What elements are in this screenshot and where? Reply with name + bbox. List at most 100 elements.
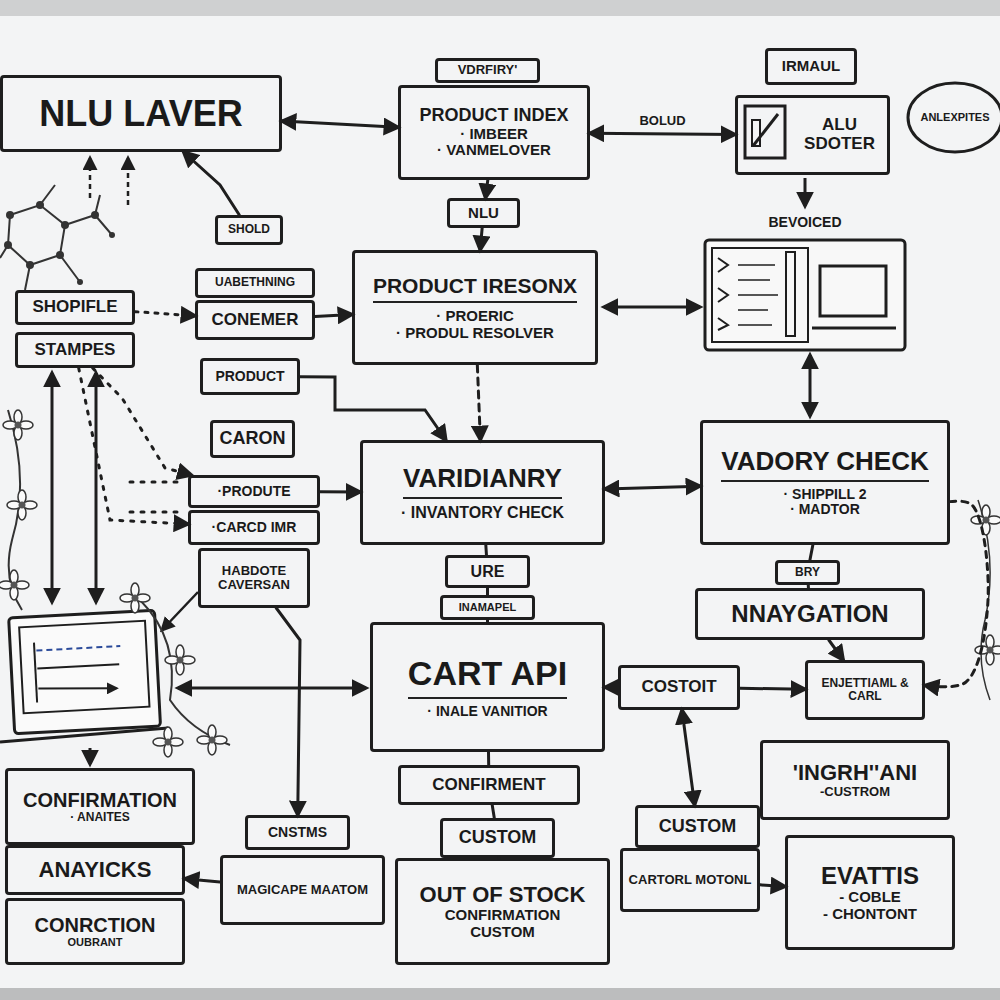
- node-title: CARON: [220, 429, 286, 449]
- node-title: IRMAUL: [782, 58, 840, 75]
- process-box: MAGICAPE MAATOM: [220, 855, 385, 925]
- process-box: PRODUCT IRESONX· PROERIC· PRODUL RESOLVE…: [352, 250, 598, 365]
- process-box: VDRFIRY': [435, 58, 540, 83]
- connector-arrow: [315, 314, 352, 316]
- node-title: NNAYGATION: [731, 601, 888, 627]
- node-title: URE: [471, 563, 505, 581]
- connector-arrow: [184, 152, 240, 215]
- dashed-arrow: [89, 158, 92, 198]
- connector-arrow: [829, 640, 843, 660]
- node-text: · IMBEER: [460, 126, 528, 143]
- screen-illustration: [705, 240, 905, 350]
- node-text: OUBRANT: [68, 936, 123, 948]
- node-title: CART API: [408, 655, 567, 698]
- connector-arrow: [486, 588, 489, 595]
- connector-arrow: [282, 121, 398, 127]
- connector-arrow: [486, 620, 489, 622]
- screen-icons: [718, 258, 728, 330]
- node-title: OUT OF STOCK: [420, 883, 586, 907]
- monitor-sketch: [820, 266, 886, 316]
- process-box: CUSTOM: [635, 805, 760, 848]
- node-text: -CUSTROM: [820, 785, 890, 799]
- laptop-illustration: [9, 610, 161, 733]
- molecule-atom: [77, 279, 83, 285]
- process-box: BRY: [775, 560, 840, 585]
- process-box: CONRCTIONOUBRANT: [5, 898, 185, 965]
- flower-doodle: [120, 583, 150, 613]
- molecule-atom: [36, 201, 44, 209]
- node-title: ·CARCD IMR: [212, 520, 297, 535]
- process-box: ALU SDOTER: [735, 95, 890, 175]
- node-text: · ANAITES: [70, 811, 130, 824]
- node-text: · INALE VANITIOR: [427, 704, 547, 719]
- process-box: INAMAPEL: [440, 595, 535, 620]
- dotted-line: [130, 482, 184, 512]
- node-text: CONFIRMATION: [445, 907, 561, 924]
- node-text: · PROERIC: [436, 308, 514, 325]
- node-title: ENJETTIAML & CARL: [812, 677, 918, 703]
- process-box: SHOPIFLE: [15, 290, 135, 325]
- connector-arrow: [485, 180, 487, 198]
- arrow: [51, 373, 54, 602]
- node-title: STAMPES: [35, 341, 116, 360]
- screen-panel: [712, 248, 808, 342]
- laptop-base: [0, 728, 168, 742]
- process-box: CUSTOM: [440, 818, 555, 858]
- flower-doodle: [3, 410, 33, 440]
- node-title: ANAYICKS: [39, 858, 152, 882]
- process-box: VARIDIANRY· INVANTORY CHECK: [360, 440, 605, 545]
- molecule-sketch: [0, 185, 112, 290]
- connector-arrow: [135, 312, 195, 316]
- node-title: CARTORL MOTONL: [629, 873, 752, 887]
- process-box: ANAYICKS: [5, 845, 185, 895]
- arrow: [809, 355, 812, 416]
- board-frame: [0, 0, 1000, 16]
- connector-arrow: [492, 805, 494, 818]
- connector-arrow: [185, 879, 220, 882]
- connector-arrow: [487, 752, 490, 765]
- node-title: COSTOIT: [641, 678, 716, 697]
- node-title: EVATTIS: [821, 863, 919, 889]
- node-title: PRODUCT IRESONX: [373, 274, 577, 303]
- process-box: CARON: [210, 420, 295, 458]
- molecule-atom: [6, 211, 14, 219]
- monitor-base: [812, 327, 896, 330]
- process-box: NLU LAVER: [0, 75, 282, 152]
- node-title: CONRCTION: [34, 914, 155, 936]
- screen-lines: [738, 265, 778, 325]
- molecule-atom: [56, 251, 64, 259]
- connector-arrow: [480, 228, 482, 250]
- process-box: OUT OF STOCKCONFIRMATIONCUSTOM: [395, 858, 610, 965]
- process-box: CONEMER: [195, 300, 315, 340]
- process-box: PRODUCT INDEX· IMBEER· VANMELOVER: [398, 85, 590, 180]
- node-title: VADORY CHECK: [721, 447, 929, 482]
- node-title: SHOLD: [228, 223, 270, 236]
- molecule-atom: [109, 232, 115, 238]
- node-title: CONFIRMENT: [432, 776, 545, 795]
- connector-arrow: [740, 687, 805, 691]
- node-title: INAMAPEL: [459, 601, 516, 613]
- node-title: BRY: [795, 566, 820, 579]
- process-box: UABETHNING: [195, 268, 315, 298]
- node-title: NLU LAVER: [39, 94, 242, 134]
- process-box: NNAYGATION: [695, 588, 925, 640]
- device-icon: [753, 114, 778, 146]
- arrow: [89, 748, 92, 764]
- node-title: VARIDIANRY: [403, 464, 562, 499]
- ellipse-outline: [908, 83, 1000, 152]
- molecule-atom: [61, 221, 69, 229]
- connector-arrow: [79, 368, 188, 524]
- edge-label: BOLUD: [639, 112, 685, 127]
- chart-line: [36, 646, 120, 650]
- molecule-atom: [4, 241, 12, 249]
- connector-arrow: [590, 133, 735, 134]
- molecule-sketch: [8, 205, 65, 265]
- node-title: ALU SDOTER: [796, 116, 883, 153]
- node-text: CUSTOM: [470, 924, 535, 941]
- connector-arrow: [925, 501, 988, 687]
- arrow: [804, 178, 807, 206]
- flower-doodle: [0, 570, 29, 600]
- node-title: CUSTOM: [459, 828, 537, 848]
- process-box: ·PRODUTE: [188, 475, 320, 508]
